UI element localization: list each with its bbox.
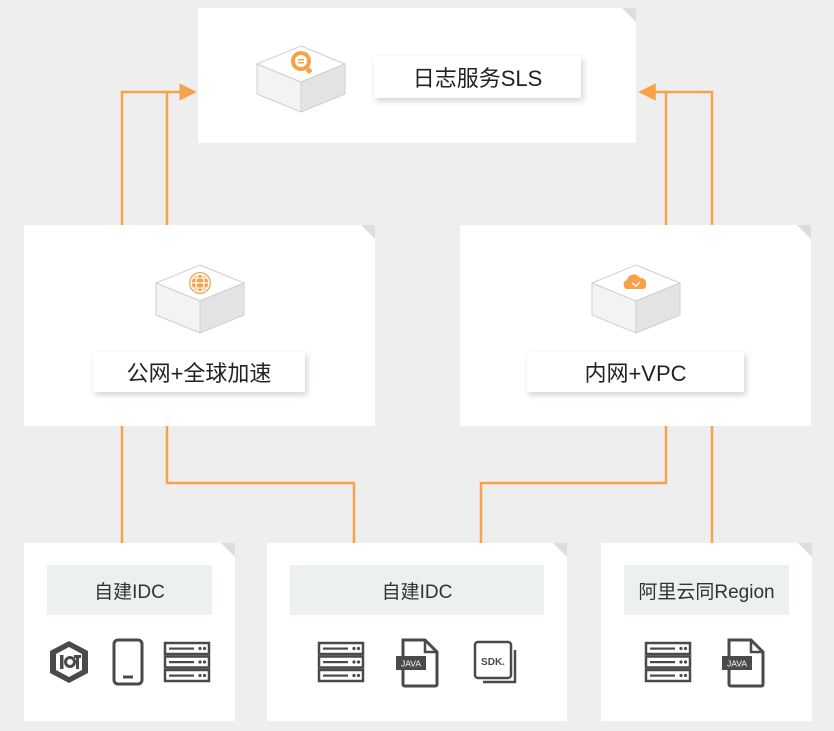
source-label: 阿里云同Region — [624, 565, 789, 615]
source-card-idc-2: 自建IDC JAVA SDK. — [267, 543, 567, 721]
sdk-icon: SDK. — [473, 640, 517, 684]
sls-cube-icon — [255, 45, 347, 113]
idc2-to-private-line — [479, 426, 668, 543]
public-to-sls-line-outer — [120, 83, 197, 226]
private-network-card: 内网+VPC — [460, 225, 811, 426]
private-network-label: 内网+VPC — [527, 352, 744, 392]
sdk-icon-text: SDK. — [481, 657, 505, 668]
server-icon — [163, 641, 211, 683]
public-network-card: 公网+全球加速 — [24, 225, 375, 426]
source-label: 自建IDC — [47, 565, 212, 615]
public-network-cube-icon — [154, 264, 246, 334]
sls-card: 日志服务SLS — [198, 8, 636, 143]
private-network-cube-icon — [590, 264, 682, 334]
source-card-region: 阿里云同Region JAVA — [601, 543, 812, 721]
java-icon-text: JAVA — [401, 659, 421, 669]
source-label: 自建IDC — [290, 565, 544, 615]
private-to-sls-line-outer — [638, 83, 714, 226]
iot-icon — [50, 641, 88, 683]
java-file-icon: JAVA — [722, 638, 765, 688]
mobile-icon — [112, 638, 144, 686]
sls-title: 日志服务SLS — [374, 56, 581, 98]
source-card-idc-1: 自建IDC — [24, 543, 235, 721]
public-network-label: 公网+全球加速 — [93, 352, 305, 392]
java-icon-text: JAVA — [727, 659, 747, 669]
server-icon — [317, 641, 365, 683]
server-icon — [644, 641, 692, 683]
java-file-icon: JAVA — [396, 638, 439, 688]
idc2-to-public-line — [165, 426, 356, 543]
